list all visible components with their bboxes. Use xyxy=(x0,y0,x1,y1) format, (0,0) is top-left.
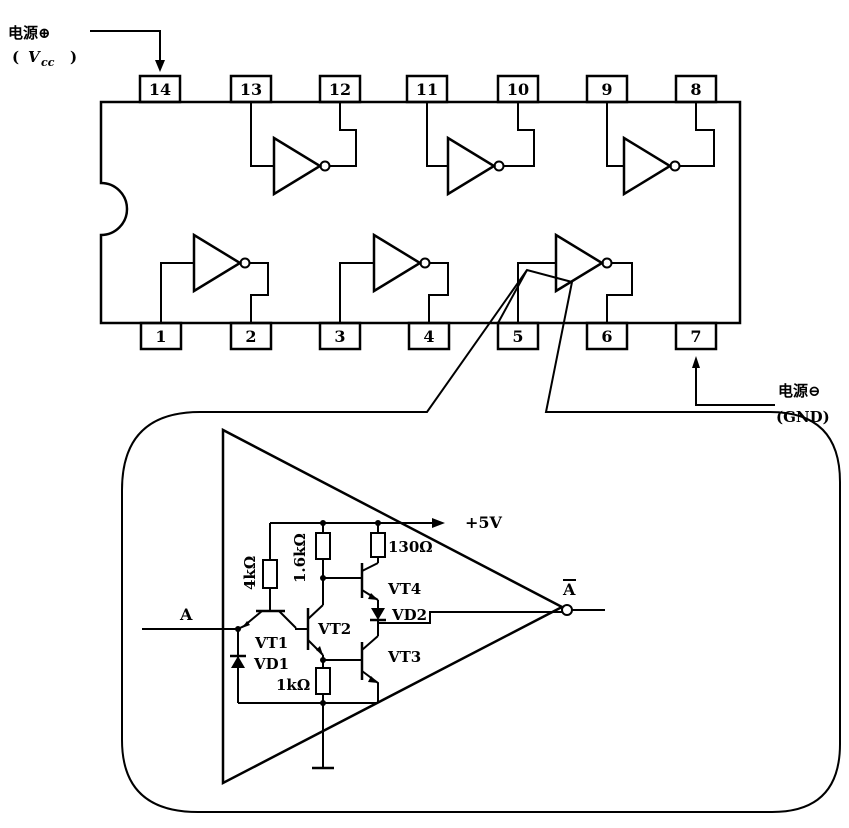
vcc-sub-cc: cc xyxy=(41,56,55,69)
svg-text:14: 14 xyxy=(149,80,171,99)
pin-12: 12 xyxy=(318,74,362,104)
svg-text:5: 5 xyxy=(512,327,523,346)
callout-wedge-edge xyxy=(497,269,528,324)
vcc-lead xyxy=(90,30,161,66)
diode-vd1 xyxy=(230,654,246,668)
transistor-vt1 xyxy=(242,609,297,629)
pin-8: 8 xyxy=(674,74,718,104)
inverter-1-2 xyxy=(160,232,269,323)
r130-label: 130Ω xyxy=(388,538,433,556)
vcc-sub-open: ( xyxy=(12,48,19,66)
vd1-label: VD1 xyxy=(253,655,289,673)
pin-2: 2 xyxy=(229,321,273,351)
pin-13: 13 xyxy=(229,74,273,104)
vt4-label: VT4 xyxy=(387,580,421,598)
diode-vd2 xyxy=(370,608,386,622)
callout-bubble xyxy=(121,268,841,813)
vd2-label: VD2 xyxy=(391,606,427,624)
svg-text:9: 9 xyxy=(601,80,612,99)
pin-5: 5 xyxy=(496,321,540,351)
svg-text:8: 8 xyxy=(690,80,701,99)
pin-1: 1 xyxy=(139,321,183,351)
resistor-1k xyxy=(315,667,331,695)
transistor-vt2 xyxy=(306,604,324,656)
svg-text:3: 3 xyxy=(334,327,345,346)
svg-text:6: 6 xyxy=(601,327,612,346)
pin-10: 10 xyxy=(496,74,540,104)
svg-text:2: 2 xyxy=(245,327,256,346)
inverter-11-10 xyxy=(426,102,535,197)
ic-body xyxy=(99,100,742,325)
svg-text:1: 1 xyxy=(155,327,166,346)
pin-7: 7 xyxy=(674,321,718,351)
input-label: A xyxy=(179,605,193,624)
svg-text:12: 12 xyxy=(329,80,351,99)
output-label: A xyxy=(562,580,576,599)
gnd-label: 电源⊖ xyxy=(778,382,821,400)
supply-label: +5V xyxy=(465,513,503,532)
pin-11: 11 xyxy=(405,74,449,104)
r16k-label: 1.6kΩ xyxy=(291,533,309,583)
inverter-13-12 xyxy=(250,102,357,197)
vt1-label: VT1 xyxy=(254,634,288,652)
vcc-label-group: 电源⊕ ( V cc ) xyxy=(8,24,77,69)
top-pins: 14 13 12 11 10 9 8 xyxy=(138,74,718,104)
svg-text:13: 13 xyxy=(240,80,262,99)
rail-arrow xyxy=(432,518,445,528)
vcc-label: 电源⊕ xyxy=(8,24,51,42)
vcc-sub-close: ) xyxy=(70,48,77,66)
svg-text:7: 7 xyxy=(690,327,701,346)
vt2-label: VT2 xyxy=(317,620,351,638)
gnd-arrow xyxy=(692,356,700,368)
pin-6: 6 xyxy=(585,321,629,351)
svg-text:4: 4 xyxy=(423,327,434,346)
resistor-130 xyxy=(370,532,386,558)
r1k-label: 1kΩ xyxy=(276,676,310,694)
inverter-9-8 xyxy=(606,102,715,197)
r4k-label: 4kΩ xyxy=(241,556,259,590)
vcc-sub-v: V xyxy=(28,48,41,66)
pin-3: 3 xyxy=(318,321,362,351)
bottom-pins: 1 2 3 4 5 6 7 xyxy=(139,321,718,351)
pin-14: 14 xyxy=(138,74,182,104)
zoom-output-bubble xyxy=(561,604,573,616)
resistor-1-6k xyxy=(315,532,331,560)
svg-text:10: 10 xyxy=(507,80,529,99)
inverter-5-6 xyxy=(517,232,633,323)
zoom-triangle xyxy=(221,427,565,786)
vcc-arrow xyxy=(155,60,165,72)
pin-9: 9 xyxy=(585,74,629,104)
pin-4: 4 xyxy=(407,321,451,351)
inverter-3-4 xyxy=(339,232,449,323)
transistor-vt3 xyxy=(360,635,379,703)
vt3-label: VT3 xyxy=(387,648,421,666)
transistor-vt4 xyxy=(360,562,379,601)
resistor-4k xyxy=(262,559,278,589)
svg-text:11: 11 xyxy=(416,80,438,99)
gnd-lead xyxy=(695,362,775,406)
